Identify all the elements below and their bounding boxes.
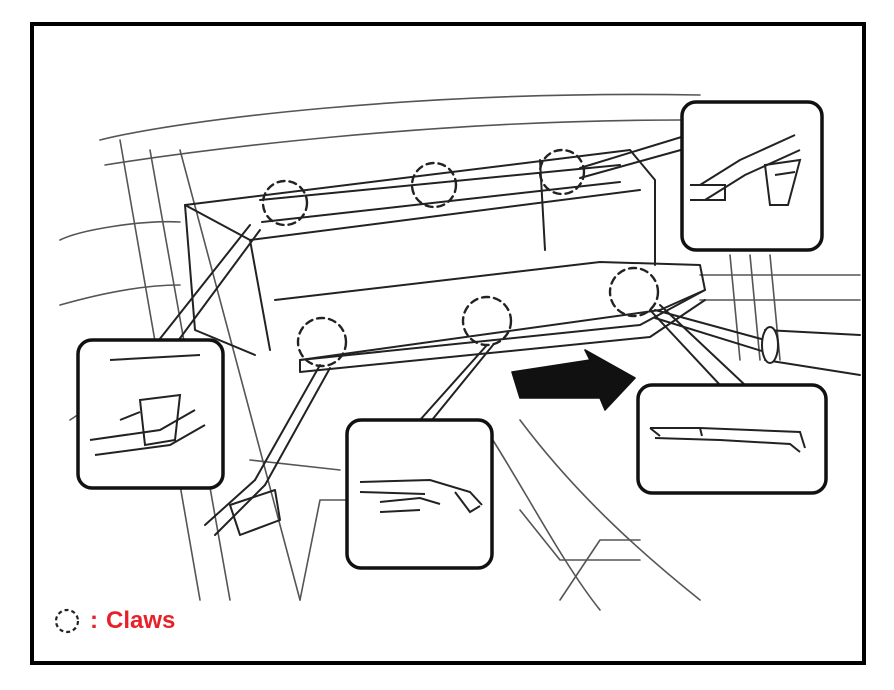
claw-marker — [261, 179, 309, 227]
removal-arrow-icon — [511, 349, 636, 411]
leader-lines — [154, 134, 746, 421]
callout-left — [76, 338, 225, 490]
callout-bottom-center — [345, 418, 494, 570]
dashboard-outline — [59, 93, 861, 611]
claw-marker — [461, 295, 513, 347]
screwdriver-left — [204, 364, 331, 536]
claw-marker — [296, 316, 348, 368]
claw-markers — [261, 148, 660, 368]
callout-top-right — [680, 100, 824, 252]
claw-marker — [538, 148, 586, 196]
legend: : Claws — [52, 604, 175, 638]
callout-bottom-right — [636, 383, 828, 495]
legend-label: Claws — [106, 607, 176, 634]
dashed-circle-icon — [54, 608, 80, 634]
claw-marker — [410, 161, 458, 209]
legend-separator: : — [90, 607, 98, 634]
screwdriver-right — [654, 309, 861, 376]
claw-marker — [608, 266, 660, 318]
glove-box-panel — [184, 149, 706, 373]
